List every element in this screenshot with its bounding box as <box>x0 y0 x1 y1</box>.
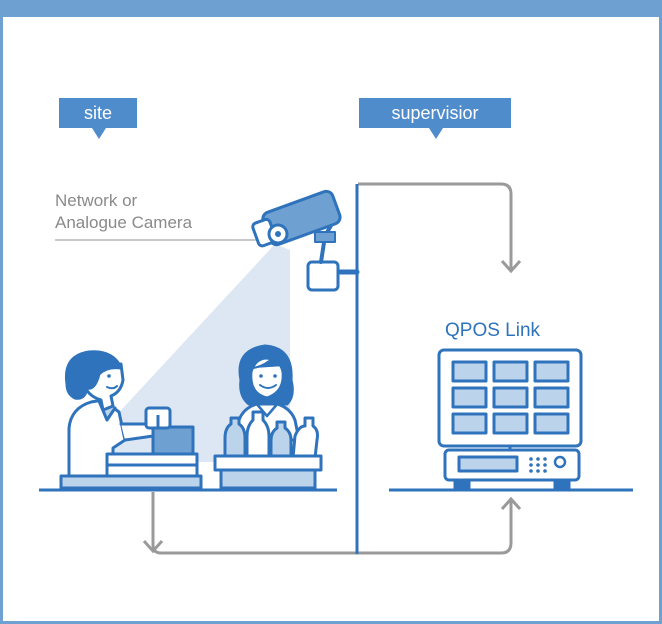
arrow-supervisor-to-monitor <box>358 182 513 270</box>
cash-register-icon <box>59 406 203 490</box>
grocery-bottles-icon <box>213 410 323 490</box>
camera-label-line2: Analogue Camera <box>55 213 193 232</box>
flow-arrows <box>142 182 522 555</box>
monitor-label: QPOS Link <box>445 320 541 341</box>
dvr-recorder-icon <box>443 448 581 490</box>
arrow-head-down <box>500 259 522 274</box>
camera-label: Network or Analogue Camera <box>55 190 245 234</box>
site-tag: site <box>59 98 137 139</box>
camera-label-line1: Network or <box>55 191 138 210</box>
camera-icon <box>251 189 360 292</box>
top-band <box>0 0 662 17</box>
arrow-head-up <box>500 496 522 511</box>
supervisor-tag: supervisior <box>359 98 511 139</box>
diagram-graphics <box>39 182 633 555</box>
camera-view-cone <box>73 244 290 462</box>
monitor-icon <box>437 348 583 452</box>
arrow-site-to-monitor <box>151 492 513 555</box>
arrow-head-site-down <box>142 539 164 554</box>
